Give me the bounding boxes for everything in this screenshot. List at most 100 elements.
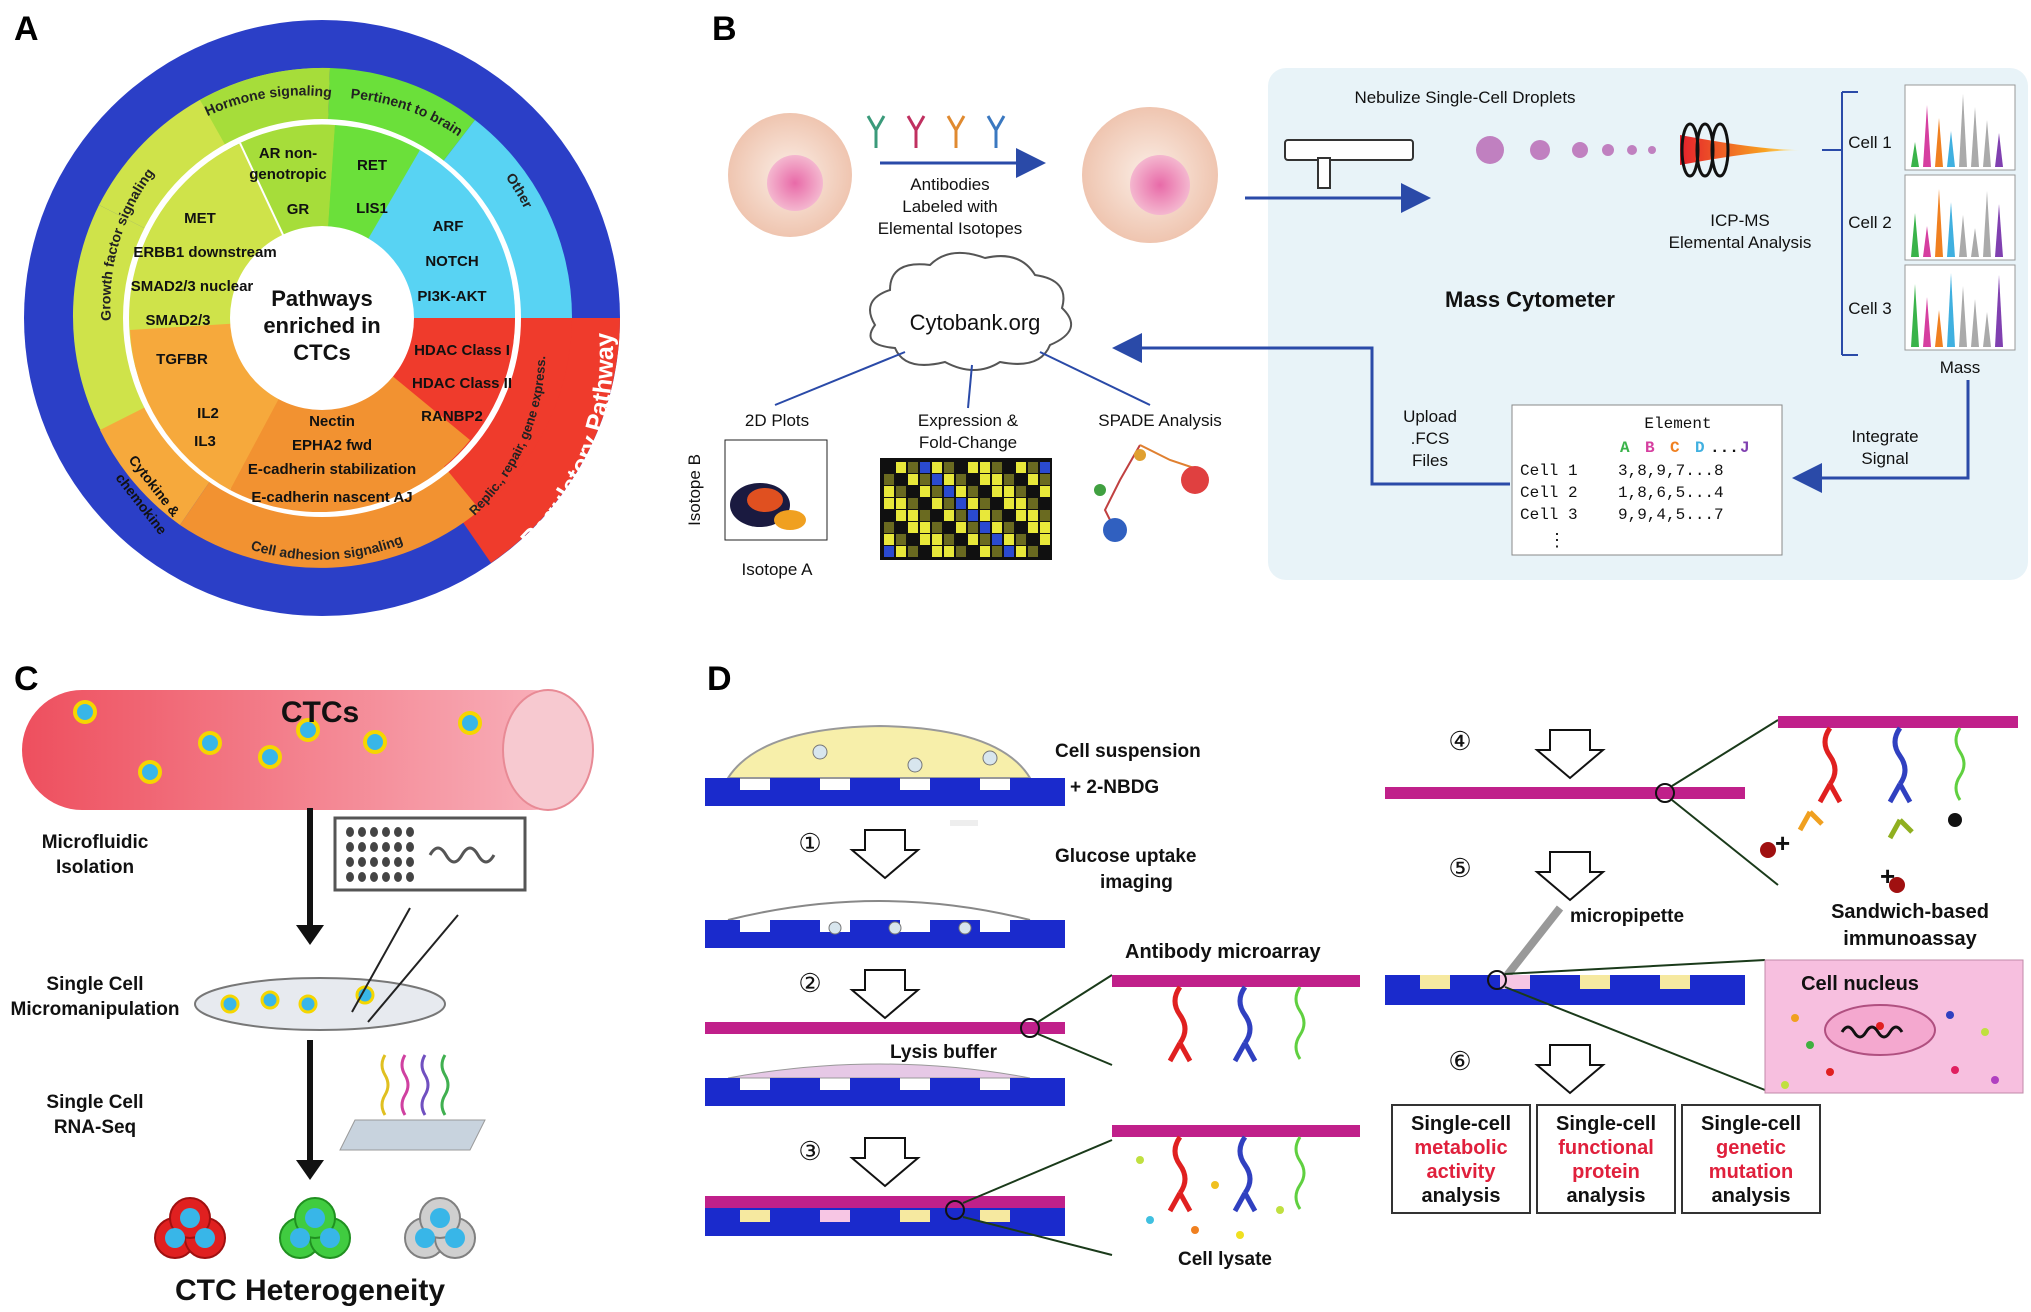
svg-text:+: + (1775, 828, 1790, 858)
svg-text:Integrate: Integrate (1851, 427, 1918, 446)
heatmap-cell (956, 462, 966, 473)
heatmap-cell (932, 534, 942, 545)
chip-post (358, 857, 366, 867)
heatmap-cell (1016, 534, 1026, 545)
svg-text:ERBB1 downstream: ERBB1 downstream (133, 244, 276, 261)
svg-text:...: ... (1710, 439, 1739, 457)
svg-text:Cytobank.org: Cytobank.org (910, 310, 1041, 335)
svg-text:SMAD2/3: SMAD2/3 (145, 312, 210, 329)
svg-text:analysis: analysis (1712, 1185, 1791, 1207)
chip-post (370, 827, 378, 837)
heatmap-cell (1040, 462, 1050, 473)
heatmap-cell (1040, 498, 1050, 509)
chip-post (382, 842, 390, 852)
svg-text:Cell 1: Cell 1 (1848, 133, 1891, 152)
heatmap-cell (1040, 510, 1050, 521)
panel-c-label: C (14, 660, 39, 698)
svg-text:Cell 1: Cell 1 (1520, 462, 1578, 480)
panel-a: A Pathways enriched in CTCs Signaling Pa… (0, 0, 620, 616)
spectrum-peak (1995, 275, 2003, 347)
heatmap-cell (908, 498, 918, 509)
svg-text:Expression &: Expression & (918, 411, 1019, 430)
svg-text:Upload: Upload (1403, 407, 1457, 426)
svg-text:AR non-: AR non- (259, 145, 317, 162)
spectrum-peak (1947, 273, 1955, 347)
svg-text:Single-cell: Single-cell (1701, 1113, 1801, 1135)
heterogeneity-clusters (154, 1197, 476, 1259)
heatmap-cell (944, 462, 954, 473)
svg-text:Single Cell: Single Cell (46, 974, 143, 995)
icp-flame (1680, 135, 1800, 165)
heatmap-cell (908, 474, 918, 485)
antibodies-array (1167, 985, 1306, 1063)
heatmap-cell (1028, 546, 1038, 557)
svg-text:Signal: Signal (1861, 449, 1908, 468)
svg-text:J: J (1740, 439, 1750, 457)
chip-post (358, 872, 366, 882)
heatmap-cell (956, 474, 966, 485)
heatmap-cell (980, 462, 990, 473)
heatmap-cell (1028, 498, 1038, 509)
heatmap-cell (968, 510, 978, 521)
svg-text:activity: activity (1427, 1161, 1497, 1183)
spectrum-peak (1911, 213, 1919, 257)
heatmap-cell (1028, 522, 1038, 533)
heatmap-cell (920, 498, 930, 509)
heatmap-cell (980, 474, 990, 485)
chip-post (370, 872, 378, 882)
svg-text:Antibodies: Antibodies (910, 175, 989, 194)
heatmap-cell (1004, 510, 1014, 521)
chip-post (346, 872, 354, 882)
svg-text:ICP-MS: ICP-MS (1710, 211, 1770, 230)
svg-text:NOTCH: NOTCH (425, 253, 478, 270)
spectrum-peak (1995, 204, 2003, 257)
spectrum-peak (1959, 215, 1967, 257)
chip-post (346, 857, 354, 867)
svg-text:Mass: Mass (1940, 358, 1981, 377)
heatmap-cell (992, 546, 1002, 557)
heatmap-cell (1028, 486, 1038, 497)
heatmap-cell (884, 498, 894, 509)
heatmap-cell (944, 486, 954, 497)
heatmap-cell (908, 534, 918, 545)
svg-text:enriched in: enriched in (263, 313, 380, 338)
heatmap-cell (896, 474, 906, 485)
chip-post (358, 842, 366, 852)
heatmap-cell (932, 462, 942, 473)
panel-a-label: A (14, 10, 39, 48)
heatmap-cell (1040, 534, 1050, 545)
svg-text:metabolic: metabolic (1414, 1137, 1507, 1159)
heatmap-cell (884, 546, 894, 557)
spade-tree (1094, 444, 1209, 542)
heatmap-cell (980, 510, 990, 521)
heatmap-cell (944, 498, 954, 509)
svg-text:3,8,9,7...8: 3,8,9,7...8 (1618, 462, 1724, 480)
spectrum-peak (1947, 202, 1955, 257)
svg-text:E-cadherin nascent AJ: E-cadherin nascent AJ (251, 489, 412, 506)
sandwich-antibodies (1797, 726, 1966, 840)
heatmap-cell (932, 474, 942, 485)
svg-text:MET: MET (184, 210, 216, 227)
heatmap-cell (992, 498, 1002, 509)
heatmap-cell (992, 462, 1002, 473)
svg-text:④: ④ (1448, 726, 1471, 756)
nebulizer (1284, 139, 1414, 161)
spectrum-peak (1971, 228, 1979, 257)
svg-text:①: ① (798, 828, 821, 858)
svg-text:SPADE Analysis: SPADE Analysis (1098, 411, 1221, 430)
spectrum-peak (1911, 284, 1919, 347)
svg-text:HDAC Class II: HDAC Class II (412, 375, 512, 392)
spectrum-peak (1971, 299, 1979, 347)
petri-dish (194, 977, 446, 1031)
svg-text:⑤: ⑤ (1448, 853, 1471, 883)
antibody-icons (866, 115, 1006, 148)
heatmap-cell (980, 534, 990, 545)
chip-post (346, 827, 354, 837)
heatmap-cell (1016, 522, 1026, 533)
heatmap-cell (908, 462, 918, 473)
heatmap-cell (956, 534, 966, 545)
heatmap-cell (884, 474, 894, 485)
svg-text:C: C (1670, 439, 1680, 457)
ctcs-label: CTCs (281, 696, 359, 729)
chip-post (406, 872, 414, 882)
